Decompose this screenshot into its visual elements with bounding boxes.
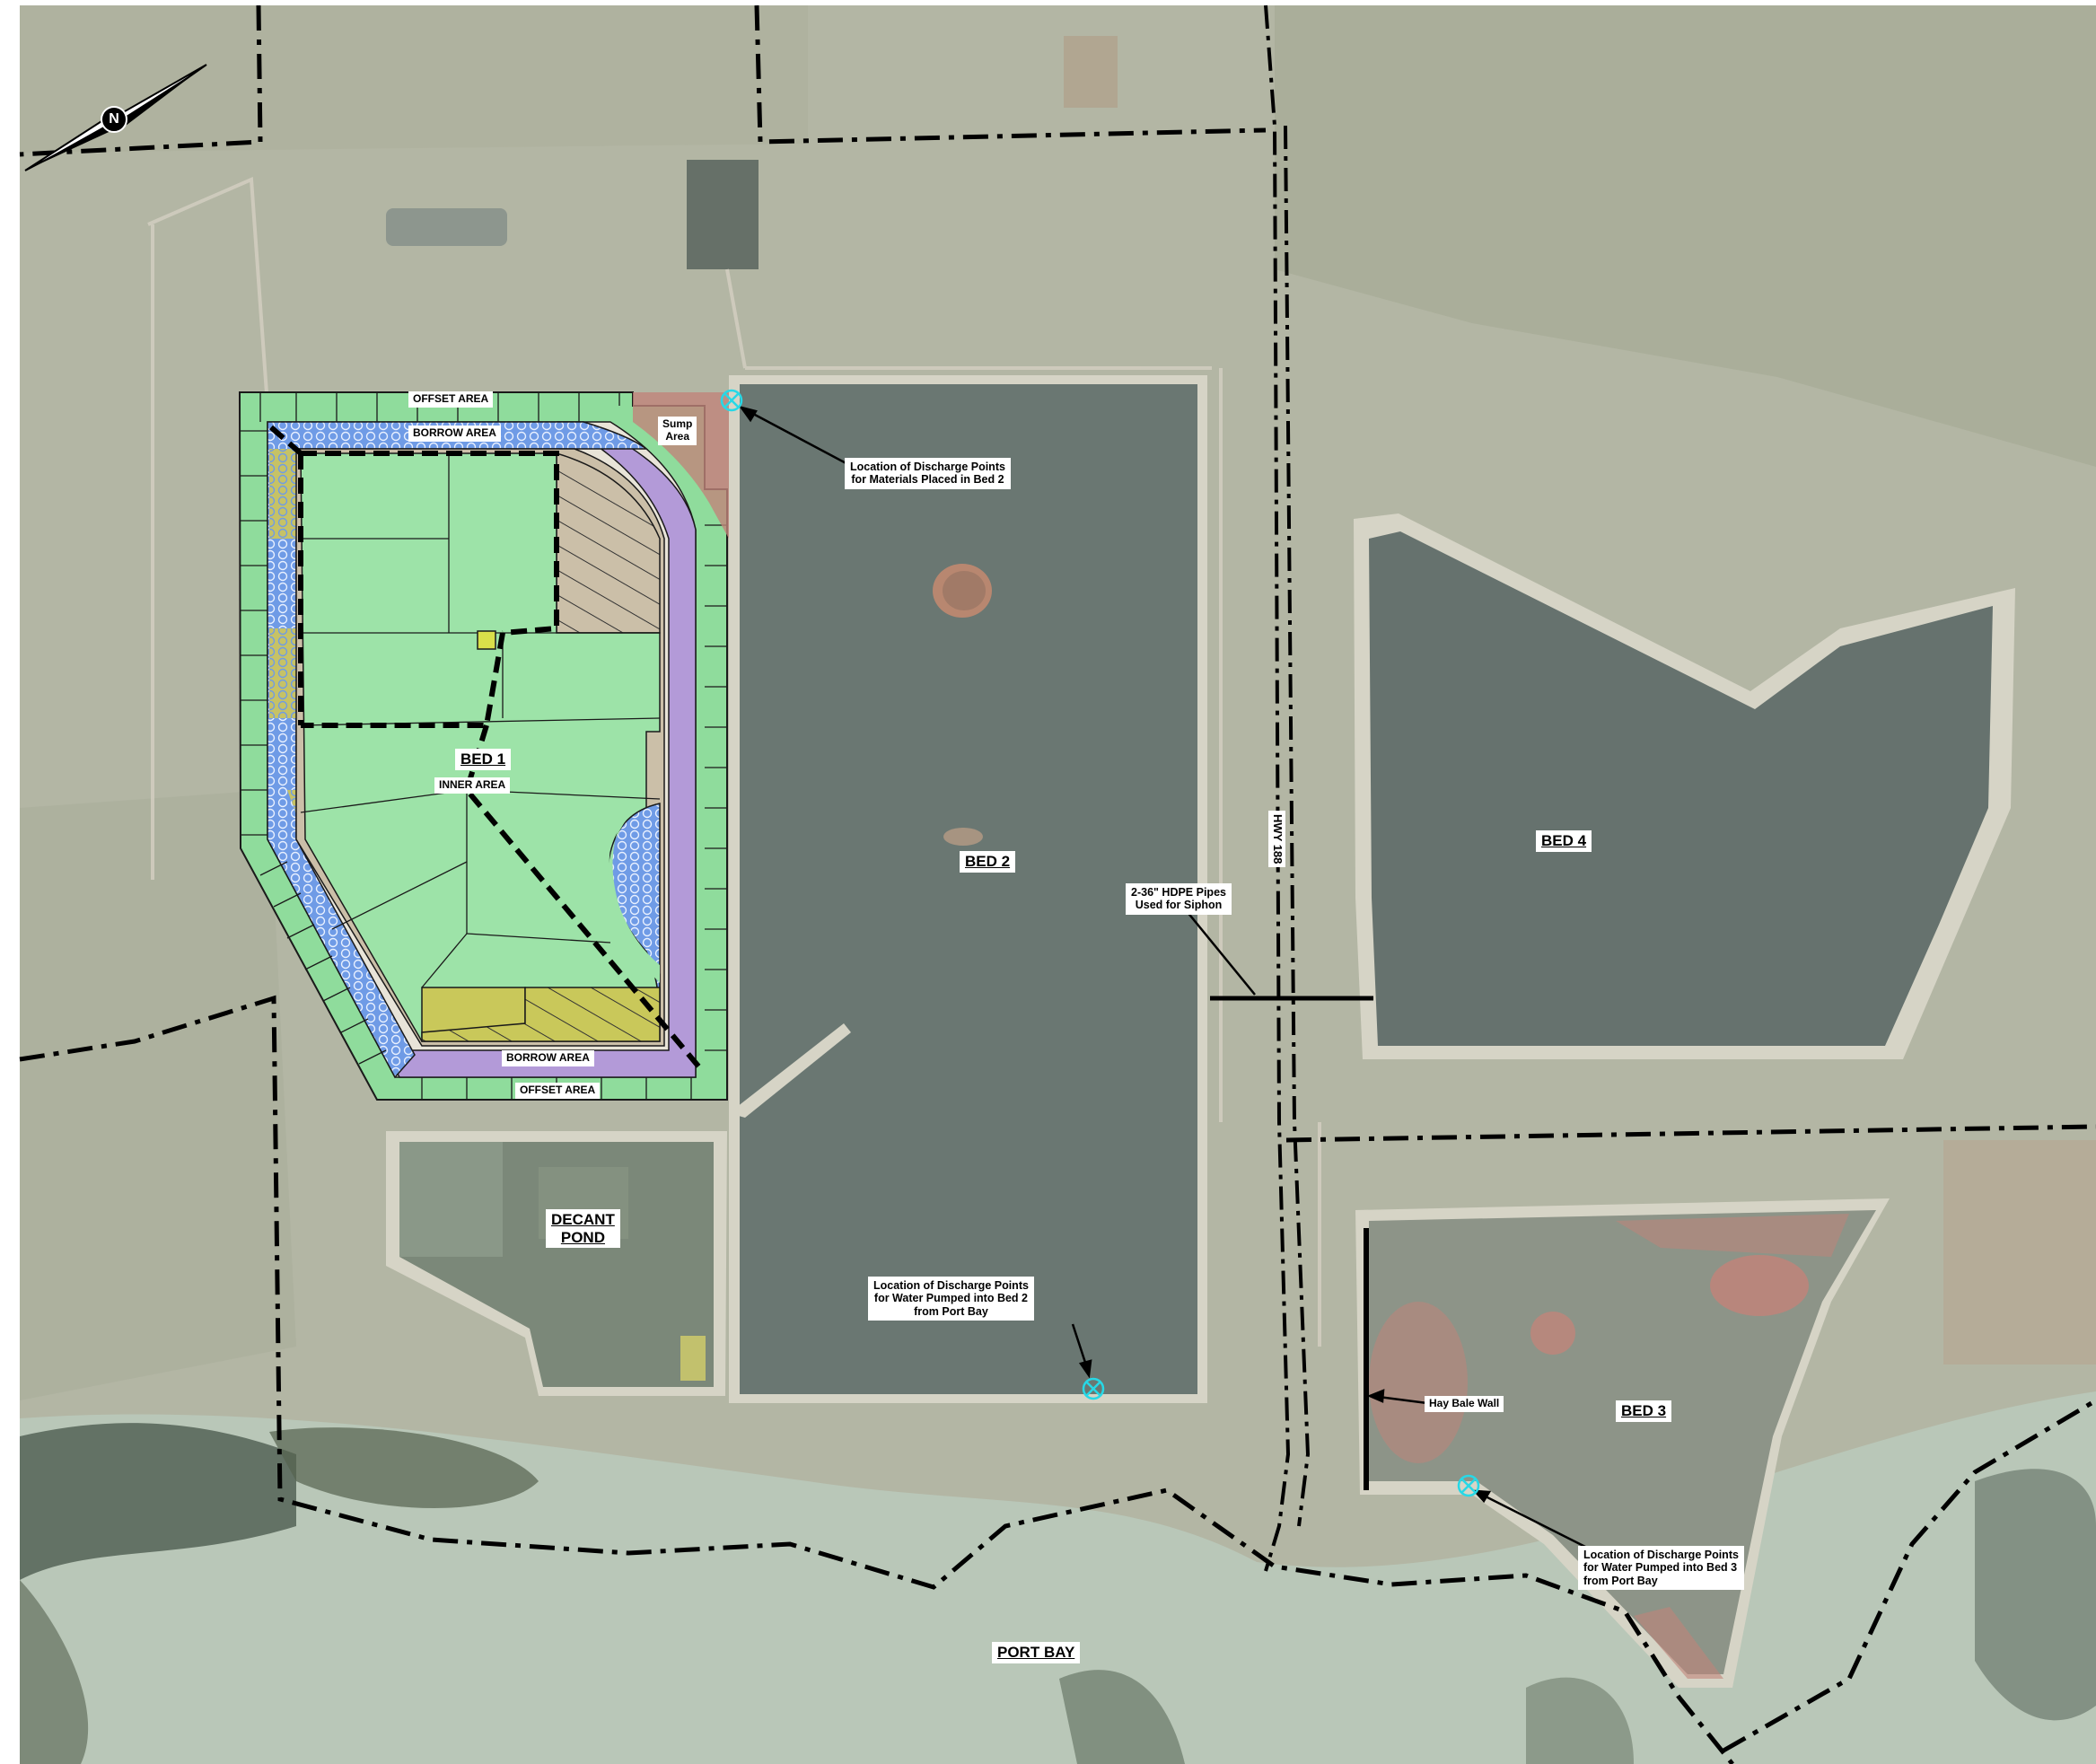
borrow-area-top-label: BORROW AREA [408, 426, 501, 442]
north-arrow-icon [24, 64, 207, 171]
inner-area-label: INNER AREA [434, 777, 511, 794]
discharge-point-icon [720, 389, 743, 412]
bed3-interior [1369, 1210, 1876, 1674]
offset-area-bottom-label: OFFSET AREA [515, 1083, 601, 1099]
bed4-water [1369, 531, 1993, 1046]
sump-area [633, 392, 729, 539]
small-pond [687, 160, 759, 269]
bed3-label: BED 3 [1616, 1400, 1672, 1422]
offset-area-top-label: OFFSET AREA [408, 391, 494, 408]
bed4-label: BED 4 [1536, 830, 1592, 852]
discharge-point-icon [1457, 1474, 1480, 1497]
hwy-188-label: HWY 188 [1268, 811, 1285, 868]
hay-bale-wall-label: Hay Bale Wall [1425, 1396, 1504, 1412]
bed2-label: BED 2 [960, 851, 1016, 873]
property-boundaries [19, 4, 2096, 1764]
discharge-point-icon [1082, 1377, 1105, 1400]
bed1-borrow-area-blue [267, 421, 649, 1079]
borrow-area-bottom-label: BORROW AREA [502, 1050, 594, 1066]
north-arrow-letter: N [109, 111, 119, 127]
port-bay-label: PORT BAY [992, 1642, 1081, 1663]
port-bay-water [20, 1391, 2096, 1764]
bed1-label: BED 1 [455, 749, 512, 770]
bed2-water [740, 384, 1197, 1394]
